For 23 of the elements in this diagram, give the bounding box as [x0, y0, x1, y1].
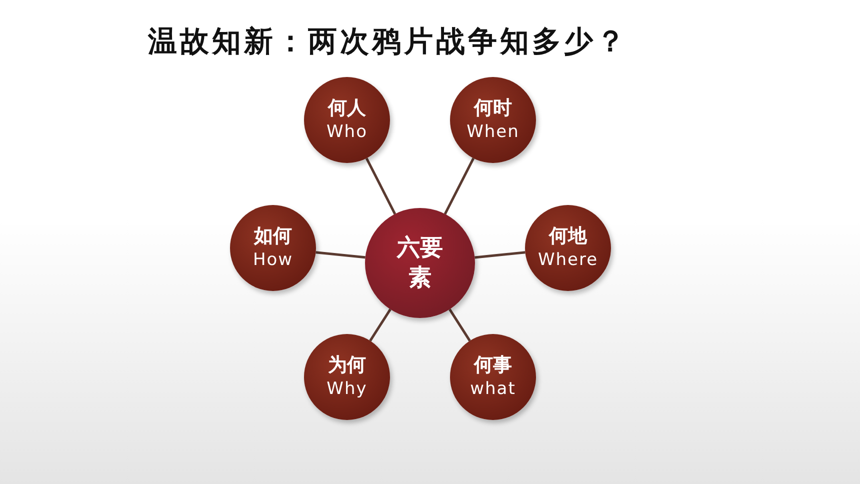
node-label: 何地 — [549, 224, 587, 248]
node-label: 如何 — [254, 224, 292, 248]
circle-node — [304, 334, 390, 420]
connector-line — [444, 158, 475, 215]
node-label: 六要素 — [396, 234, 444, 293]
circle-node — [450, 334, 536, 420]
english-label: How — [252, 249, 294, 272]
node-label: 何人 — [328, 96, 366, 120]
circle-node — [365, 208, 475, 318]
node-label: 为何 — [328, 353, 366, 377]
connector-line — [448, 308, 471, 342]
connector-line — [369, 308, 392, 342]
node-label: 何时 — [474, 96, 512, 120]
english-label: Who — [326, 121, 368, 144]
connector-line — [365, 158, 396, 215]
connector-line — [316, 251, 366, 259]
english-label: Where — [538, 249, 598, 272]
title: 温故知新：两次鸦片战争知多少？ — [148, 23, 628, 60]
node-label: 何事 — [474, 353, 512, 377]
english-label: what — [470, 378, 516, 401]
english-label: When — [466, 121, 520, 144]
connector-line — [474, 251, 526, 259]
english-label: Why — [326, 378, 368, 401]
